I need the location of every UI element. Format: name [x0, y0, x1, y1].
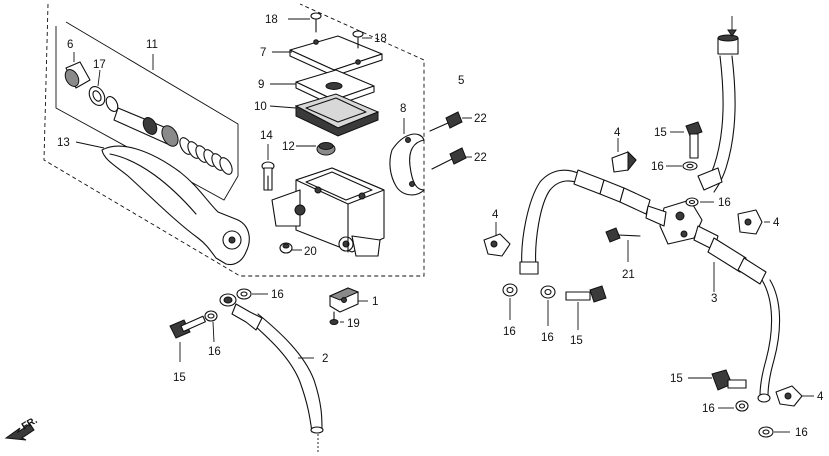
- master-cylinder-body: [271, 167, 385, 257]
- sealing-washer-6: [758, 426, 790, 438]
- callout-3: 3: [711, 293, 717, 305]
- sealing-washer-4: [540, 285, 556, 326]
- switch-screw: [329, 311, 344, 325]
- bleed-dust-cap: [279, 242, 302, 254]
- reservoir-diaphragm: [269, 93, 380, 137]
- callout-20: 20: [304, 246, 317, 258]
- front-direction-label: FR.: [20, 415, 40, 433]
- joint-mounting-bolt: [605, 227, 641, 262]
- callout-4-upper: 4: [614, 127, 621, 139]
- reservoir-screw-right: [352, 30, 372, 49]
- hose-clamp-upper: [611, 138, 637, 173]
- hose-clamp-bottom: [775, 385, 814, 407]
- reservoir-screw-top: [288, 12, 322, 33]
- reservoir-seal: [296, 142, 336, 156]
- callout-14: 14: [260, 130, 273, 142]
- callout-18-top: 18: [265, 14, 278, 26]
- callout-22-upper: 22: [474, 113, 487, 125]
- front-direction-arrow: [4, 423, 35, 441]
- upper-right-brake-hose: [697, 16, 739, 193]
- sealing-washer-3: [502, 283, 518, 320]
- callout-16-a: 16: [271, 289, 284, 301]
- brake-light-switch: [328, 287, 368, 313]
- oil-bolt-lower-right: [688, 369, 747, 391]
- upper-hose-washer-bottom: [204, 310, 218, 343]
- callout-10: 10: [254, 101, 267, 113]
- callout-16-b: 16: [208, 346, 221, 358]
- circlip: [88, 69, 119, 112]
- callout-4-bottom: 4: [817, 391, 824, 403]
- callout-9: 9: [258, 79, 264, 91]
- three-way-joint: [645, 199, 719, 251]
- callout-17: 17: [93, 59, 106, 71]
- callout-labels: 6 11 17 13 18 18 7 9 10 5 8 22 22 14 12 …: [20, 14, 824, 439]
- oil-bolt-upper-right: [670, 121, 703, 159]
- holder-bolt-upper: [429, 111, 472, 132]
- callout-15-d: 15: [670, 373, 683, 385]
- upper-hose-bolt: [169, 315, 206, 362]
- sealing-washer-5: [718, 400, 749, 412]
- callout-15-b: 15: [654, 127, 667, 139]
- callout-16-g: 16: [702, 403, 715, 415]
- left-brake-hose: [519, 169, 651, 275]
- callout-13: 13: [57, 137, 70, 149]
- upper-hose-washer-top: [236, 288, 268, 300]
- callout-4-left: 4: [492, 209, 499, 221]
- reservoir-cap: [272, 35, 383, 77]
- callout-5: 5: [458, 75, 464, 87]
- callout-15-c: 15: [570, 335, 583, 347]
- piston-boot: [64, 52, 91, 89]
- callout-16-c: 16: [651, 161, 664, 173]
- callout-18-right: 18: [374, 33, 387, 45]
- callout-7: 7: [260, 47, 266, 59]
- callout-11: 11: [146, 39, 158, 51]
- callout-12: 12: [282, 141, 295, 153]
- sealing-washer-2: [685, 197, 714, 207]
- callout-6: 6: [67, 39, 73, 51]
- hose-clamp-right: [737, 209, 770, 235]
- callout-22-lower: 22: [474, 152, 487, 164]
- callout-8: 8: [400, 103, 406, 115]
- callout-16-e: 16: [503, 326, 516, 338]
- callout-16-f: 16: [541, 332, 554, 344]
- callout-2: 2: [322, 353, 328, 365]
- upper-brake-hose: [219, 293, 324, 452]
- lower-right-brake-hose: [707, 237, 781, 403]
- lever-pivot-bolt: [261, 144, 275, 191]
- callout-21: 21: [622, 269, 635, 281]
- piston-set-box: [55, 21, 239, 201]
- callout-4-right: 4: [773, 217, 780, 229]
- brake-lever: [75, 141, 250, 266]
- piston-and-spring: [113, 107, 233, 175]
- callout-19: 19: [347, 318, 360, 330]
- callout-16-h: 16: [795, 427, 808, 439]
- sealing-washer-1: [666, 161, 698, 171]
- mirror-holder-clamp: [389, 118, 425, 196]
- callout-15-a: 15: [173, 372, 186, 384]
- master-cylinder-assembly-frame: [43, 3, 425, 277]
- hose-clamp-left: [483, 222, 511, 257]
- return-spring: [179, 137, 233, 175]
- callout-16-d: 16: [718, 197, 731, 209]
- oil-bolt-middle: [565, 285, 607, 330]
- holder-bolt-lower: [431, 147, 472, 170]
- callout-1: 1: [372, 296, 378, 308]
